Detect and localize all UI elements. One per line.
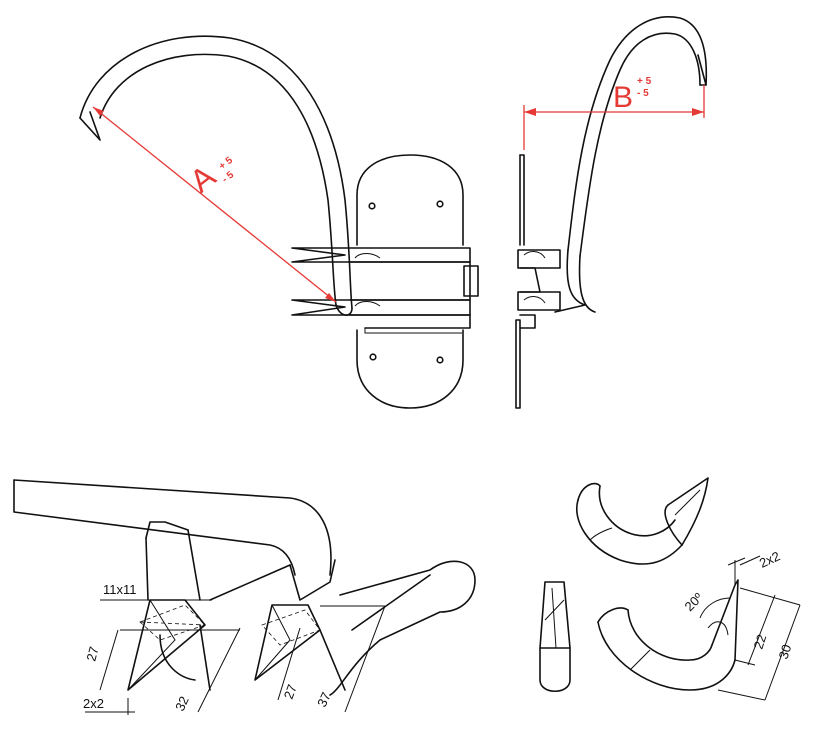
small-hook-lower <box>597 555 801 701</box>
dim-tip-length-right: 37 <box>314 690 334 709</box>
dim-tip-height-left: 27 <box>83 645 101 663</box>
tip-detail-view <box>13 479 476 715</box>
small-tip-side <box>539 581 571 693</box>
dim-tip-height-right: 27 <box>281 682 300 701</box>
dim-tip-section: 11x11 <box>103 582 137 597</box>
dim-b-tol-plus: + 5 <box>637 76 652 87</box>
left-tip <box>127 599 206 691</box>
hook-side-view: B + 5 - 5 <box>515 16 708 409</box>
bolt-hole <box>368 202 376 210</box>
hook-detail-views <box>539 477 801 701</box>
dim-hook-len-outer: 30 <box>776 643 795 661</box>
dim-b-tol-minus: - 5 <box>637 88 649 99</box>
dim-hook-angle: 20º <box>682 590 706 614</box>
bolt-hole <box>369 353 377 361</box>
dimension-b: B + 5 - 5 <box>523 76 705 150</box>
hook-front-view: A + 5 - 5 <box>79 35 479 409</box>
dim-a-tol-plus: + 5 <box>217 155 235 173</box>
dim-tip-length-left: 32 <box>172 694 192 713</box>
dim-tip-offset-left: 2x2 <box>83 696 104 711</box>
dim-b-label: B <box>613 81 633 114</box>
bolt-hole <box>436 356 444 364</box>
dim-hook-tip: 2x2 <box>757 548 782 570</box>
bolt-hole <box>436 200 444 208</box>
dim-hook-len-inner: 22 <box>751 633 770 651</box>
dimension-a: A + 5 - 5 <box>92 106 337 303</box>
small-hook-upper <box>576 477 709 565</box>
